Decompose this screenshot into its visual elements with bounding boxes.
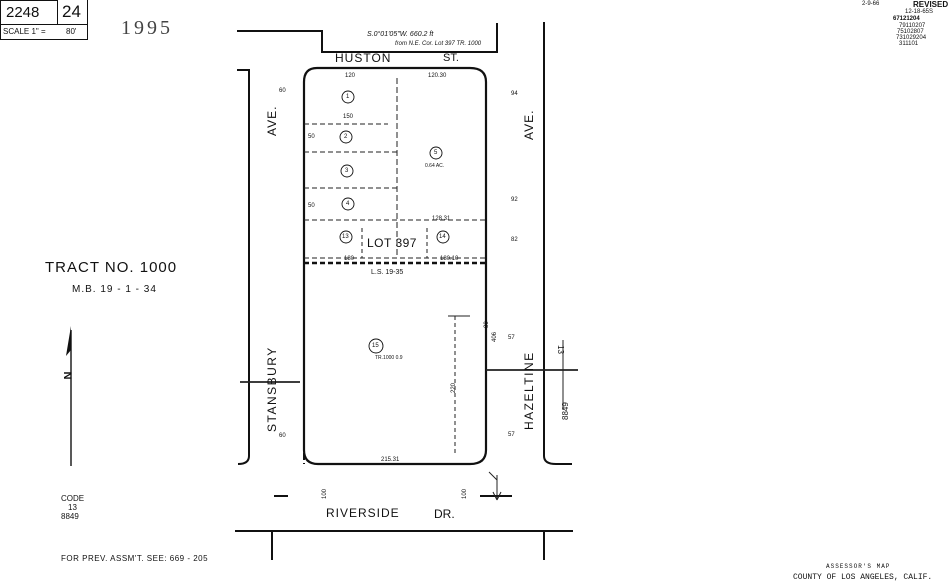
dimension: 94 xyxy=(511,91,518,97)
map-book-number: 2248 xyxy=(6,4,40,21)
county-label: COUNTY OF LOS ANGELES, CALIF. xyxy=(793,573,933,582)
dimension: 60 xyxy=(279,88,286,94)
dimension: 80 xyxy=(484,321,490,328)
dimension: 57 xyxy=(508,335,515,341)
parcel-area: TR.1000 0.9 xyxy=(375,355,403,361)
stansbury-west-edge xyxy=(237,69,250,465)
east-code-number: 13 xyxy=(556,345,565,354)
east-code-area: 8849 xyxy=(561,402,570,420)
revision-line: 75102807 xyxy=(897,29,924,35)
dimension: 220 xyxy=(451,382,457,393)
street-label-huston: HUSTON xyxy=(335,51,392,65)
dimension: 50 xyxy=(308,134,315,140)
dimension: 92 xyxy=(511,197,518,203)
tract-title: TRACT NO. 1000 xyxy=(45,259,178,276)
lot-label: LOT 397 xyxy=(367,236,417,250)
street-suffix-hazeltine: AVE. xyxy=(522,109,536,140)
revision-line: 311101 xyxy=(899,41,919,47)
dimension: 180 xyxy=(344,256,355,262)
code-number: 13 xyxy=(68,503,77,512)
north-arrow-label: N xyxy=(62,371,75,380)
dimension: 100 xyxy=(322,488,328,499)
north-arrow-head xyxy=(66,326,71,356)
dimension: 120.30 xyxy=(428,73,447,79)
revision-line: 67121204 xyxy=(893,16,920,22)
map-page-number: 24 xyxy=(62,2,81,21)
assessor-map-title: ASSESSOR'S MAP xyxy=(826,563,891,570)
dimension: 50 xyxy=(308,203,315,209)
revision-line: 731029204 xyxy=(896,35,927,41)
dimension: 57 xyxy=(508,432,515,438)
revision-top-date: 2-9-66 xyxy=(862,1,880,7)
scale-value: 80' xyxy=(66,27,77,36)
ls-reference: L.S. 19-35 xyxy=(371,269,404,276)
parcel-number: 13 xyxy=(342,234,349,240)
parcel-number: 15 xyxy=(372,343,379,349)
dimension: 82 xyxy=(511,237,518,243)
parcel-number: 14 xyxy=(439,234,446,240)
dimension: 128.31 xyxy=(432,216,451,222)
dimension: 150 xyxy=(343,114,354,120)
street-label-stansbury: STANSBURY xyxy=(265,346,279,432)
street-label-hazeltine: HAZELTINE xyxy=(522,351,536,430)
parcel-area: 0.64 AC. xyxy=(425,163,445,169)
code-area: 8849 xyxy=(61,512,79,521)
code-label: CODE xyxy=(61,494,85,503)
tract-reference: M.B. 19 - 1 - 34 xyxy=(72,284,157,295)
prev-assessment-note: FOR PREV. ASSM'T. SEE: 669 - 205 xyxy=(61,554,209,563)
dimension: 180.10 xyxy=(440,256,459,262)
street-label-riverside: RIVERSIDE xyxy=(326,506,400,520)
dimension: 100 xyxy=(462,488,468,499)
bearing-note: S.0°01'05"W. 660.2 ft xyxy=(367,31,434,38)
revision-label: REVISED xyxy=(913,0,948,9)
huston-street-edge xyxy=(237,23,498,53)
map-year: 1995 xyxy=(121,17,173,39)
street-suffix-stansbury: AVE. xyxy=(265,105,279,136)
parcel-number: 1 xyxy=(346,94,350,100)
scale-label: SCALE 1" = xyxy=(3,27,46,36)
street-suffix-huston: ST. xyxy=(443,52,459,64)
revision-line: 79110207 xyxy=(899,23,926,29)
dimension: 215.31 xyxy=(381,457,400,463)
from-note: from N.E. Cor. Lot 397 TR. 1000 xyxy=(395,41,482,47)
dimension: 120 xyxy=(345,73,356,79)
parcel-number: 5 xyxy=(434,150,438,156)
hazeltine-east-edge xyxy=(543,22,572,465)
block-outline xyxy=(302,66,488,466)
parcel-number: 4 xyxy=(346,201,350,207)
revision-line: 12-18-65S xyxy=(905,9,934,15)
street-suffix-riverside: DR. xyxy=(434,507,455,521)
dimension: 406 xyxy=(492,331,498,342)
parcel-number: 2 xyxy=(344,134,348,140)
parcel-number: 3 xyxy=(345,168,349,174)
dimension: 60 xyxy=(279,433,286,439)
